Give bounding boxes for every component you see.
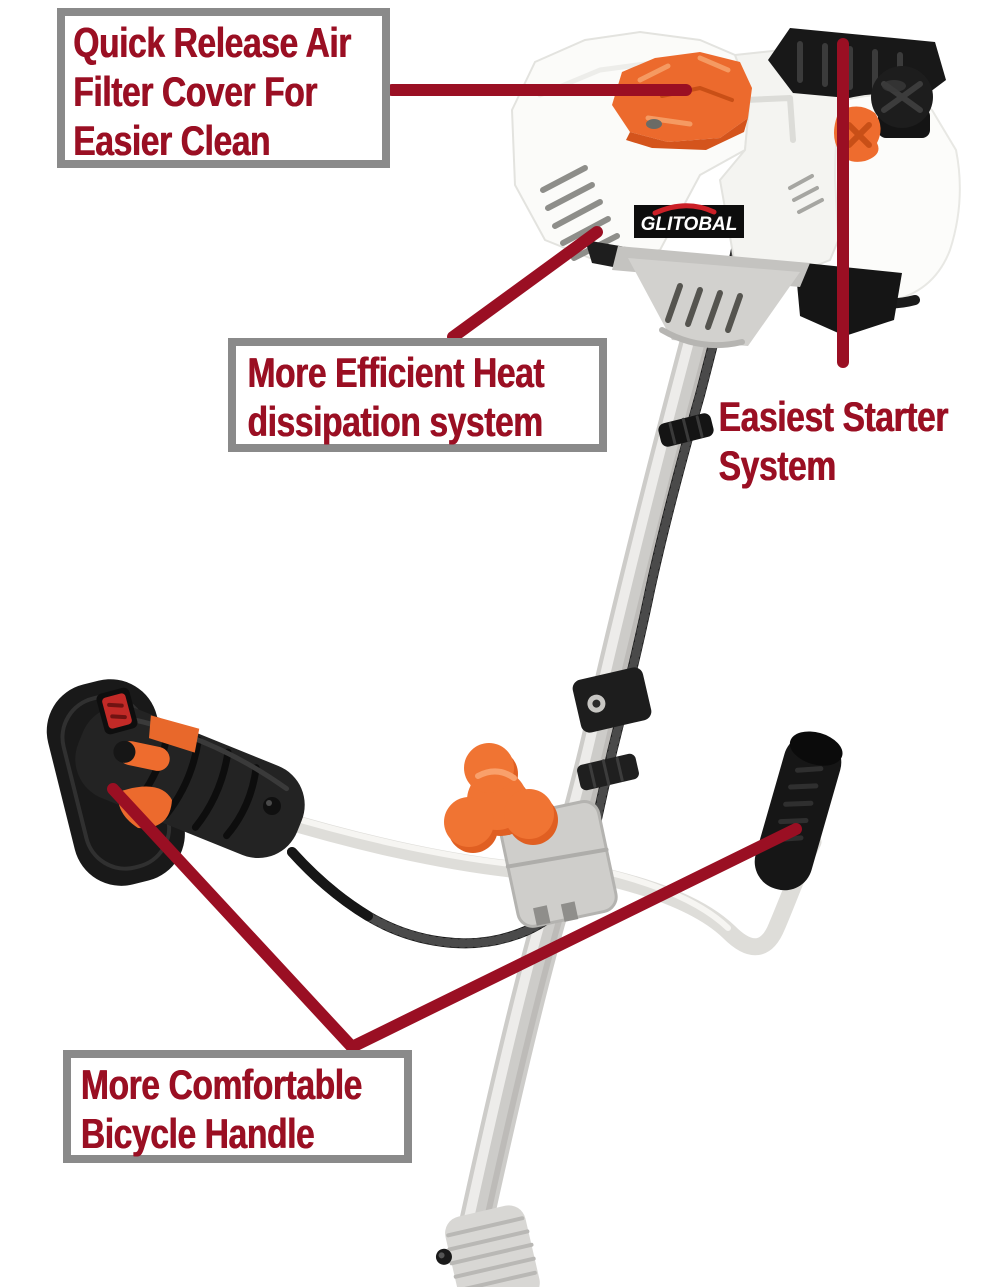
heat-pointer-line — [447, 226, 603, 343]
callout-lines — [107, 38, 849, 1053]
fuel-tank-cap — [871, 66, 933, 138]
callout-heat-line2: dissipation system — [247, 398, 543, 445]
callout-heat-dissipation: More Efficient Heat dissipation system — [228, 338, 607, 452]
callout-starter-line2: System — [718, 442, 836, 489]
handle-bolt-glint — [266, 800, 272, 806]
callout-air-filter: Quick Release Air Filter Cover For Easie… — [57, 8, 390, 168]
right-grip — [754, 731, 843, 891]
brand-logo: GLITOBAL — [634, 203, 744, 238]
callout-bicycle-handle: More Comfortable Bicycle Handle — [63, 1050, 412, 1163]
handle-pointer-line-right — [346, 823, 802, 1053]
logo-swoosh — [652, 203, 717, 216]
handlebar-clamp — [444, 743, 618, 928]
clutch-housing — [612, 246, 810, 349]
callout-air-filter-line2: Filter Cover For — [73, 68, 317, 115]
throttle-lock-button — [113, 740, 170, 771]
shaft-coupler — [435, 1205, 540, 1287]
callout-handle-line1: More Comfortable — [80, 1061, 362, 1108]
logo-text: GLITOBAL — [641, 214, 738, 235]
clamp-knob — [444, 743, 558, 853]
callout-starter-line1: Easiest Starter — [718, 393, 948, 440]
handle-pointer-line-left — [107, 783, 358, 1053]
cable-tie-ring — [658, 413, 714, 447]
cable-band — [577, 753, 639, 791]
side-vents — [788, 174, 824, 214]
callout-handle-line2: Bicycle Handle — [80, 1110, 315, 1157]
throttle-lock-lever — [148, 715, 200, 753]
engine: GLITOBAL — [510, 28, 961, 349]
cable-to-handle — [287, 847, 373, 921]
callout-air-filter-line3: Easier Clean — [73, 117, 270, 164]
callout-starter: Easiest Starter System — [712, 390, 987, 495]
callout-heat-line1: More Efficient Heat — [247, 349, 544, 396]
throttle-trigger — [117, 786, 172, 829]
shaft-clamp — [572, 667, 652, 733]
heat-dissipation-louvers — [540, 165, 620, 261]
handle-bolt — [263, 797, 281, 815]
cover-screw-hole — [646, 119, 662, 129]
callout-air-filter-line1: Quick Release Air — [73, 19, 351, 66]
on-off-switch — [96, 687, 138, 735]
body-recess — [742, 95, 796, 143]
